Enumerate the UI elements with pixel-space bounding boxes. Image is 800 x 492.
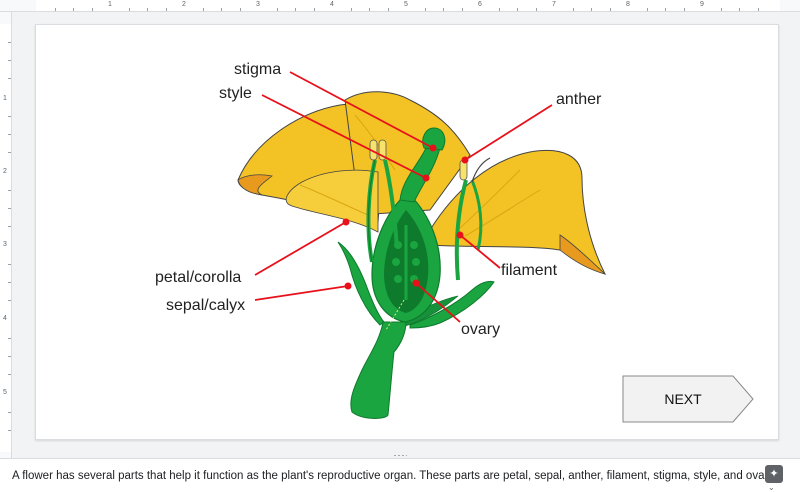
stamens (366, 139, 491, 281)
ruler-number: 5 (3, 389, 7, 396)
ruler-number: 2 (3, 168, 7, 175)
vertical-ruler[interactable]: 1 2 3 4 5 (0, 12, 12, 458)
ruler-number: 8 (626, 1, 630, 8)
ruler-active-area (36, 0, 780, 11)
ruler-number: 4 (3, 315, 7, 322)
stem (350, 321, 407, 419)
ruler-number: 4 (330, 1, 334, 8)
label-pointers (254, 71, 553, 323)
label-filament: filament (501, 262, 558, 279)
horizontal-ruler[interactable]: 1 2 3 4 5 6 7 8 9 (0, 0, 800, 12)
speaker-notes-text[interactable]: A flower has several parts that help it … (12, 468, 781, 482)
ruler-number: 1 (3, 95, 7, 102)
ruler-number: 6 (478, 1, 482, 8)
ruler-number: 9 (700, 1, 704, 8)
label-stigma: stigma (234, 61, 281, 78)
label-style: style (219, 85, 252, 102)
pointer-dots (342, 144, 469, 290)
flower-diagram: stigma style anther petal/corolla sepal/… (155, 61, 754, 423)
ruler-active-area (0, 24, 11, 452)
next-button-label: NEXT (664, 391, 702, 407)
label-anther: anther (556, 91, 602, 108)
ruler-number: 5 (404, 1, 408, 8)
ruler-number: 1 (108, 1, 112, 8)
label-sepal-calyx: sepal/calyx (166, 297, 245, 314)
ruler-number: 7 (552, 1, 556, 8)
ruler-number: 3 (3, 241, 7, 248)
ruler-number: 2 (182, 1, 186, 8)
ruler-number: 3 (256, 1, 260, 8)
next-button[interactable]: NEXT (622, 375, 754, 423)
label-ovary: ovary (461, 321, 500, 338)
label-petal-corolla: petal/corolla (155, 269, 241, 286)
speaker-notes[interactable]: A flower has several parts that help it … (0, 458, 800, 492)
chevron-down-icon[interactable]: ⌄ (768, 483, 775, 492)
explore-icon[interactable]: ✦ (765, 465, 783, 483)
notes-resize-handle[interactable] (393, 454, 407, 457)
